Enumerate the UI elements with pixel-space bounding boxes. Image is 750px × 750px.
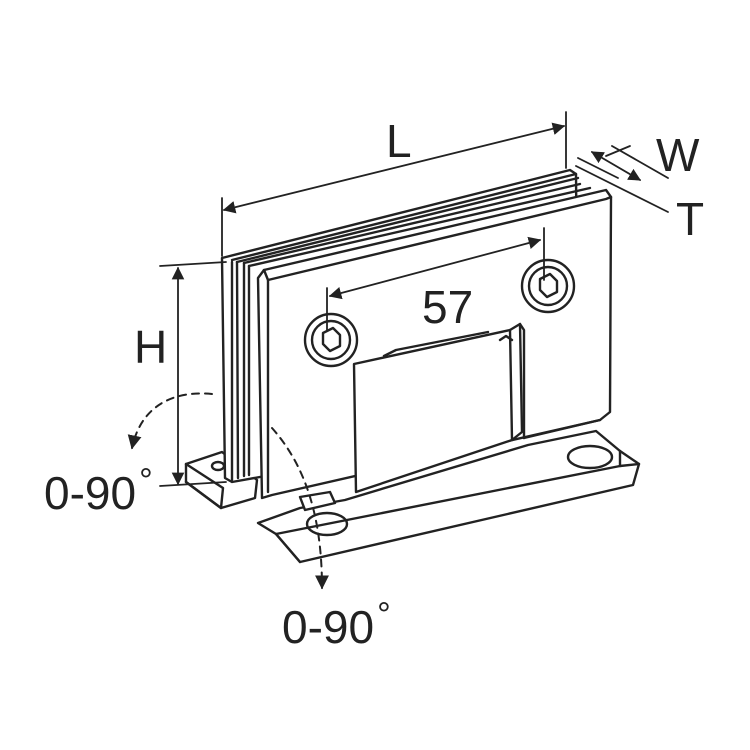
label-rotation-left: 0-90° [44,464,153,519]
dimension-hole-spacing [326,227,545,331]
degree-symbol-bottom: ° [377,596,391,634]
screw-right [520,258,576,314]
label-width: W [656,129,700,181]
rotation-left-value: 0-90 [44,467,137,519]
dimension-length [221,111,567,257]
rotation-bottom-value: 0-90 [282,601,375,653]
rotation-arrow-left [127,392,213,450]
degree-symbol-left: ° [139,462,153,500]
base-screw-hole-left [305,511,349,537]
screw-left [303,312,359,368]
hinge-knuckle [352,322,602,494]
rotation-arrow-bottom [271,427,329,590]
dimension-width-thickness [575,145,669,213]
dimension-height [159,261,227,487]
base-screw-hole-right [566,444,614,470]
label-height: H [134,321,168,373]
label-length: L [386,115,412,167]
label-rotation-bottom: 0-90° [282,598,391,653]
label-thickness: T [676,193,705,245]
label-hole-spacing: 57 [422,281,474,333]
